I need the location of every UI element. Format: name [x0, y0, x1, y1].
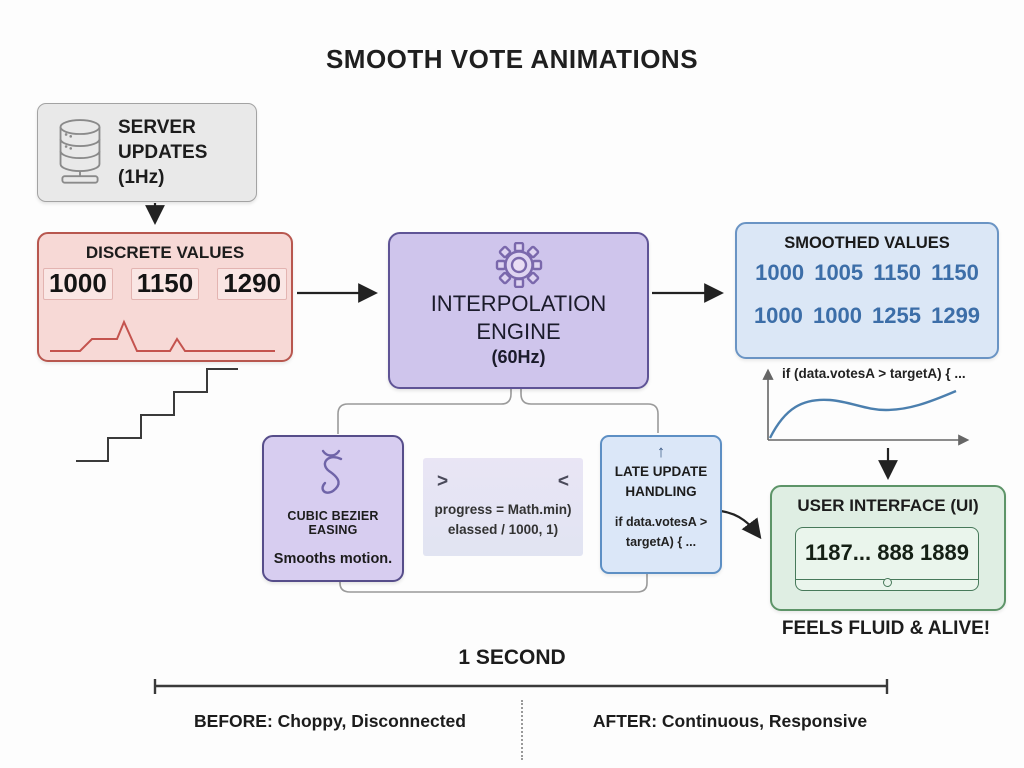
cubic-bezier-easing-box: CUBIC BEZIER EASING Smooths motion. [262, 435, 404, 582]
code-snippet-box: > < progress = Math.min) elassed / 1000,… [423, 458, 583, 556]
bezier-squiggle-icon [305, 445, 361, 503]
staircase-step-line [76, 368, 238, 462]
after-label: AFTER: Continuous, Responsive [592, 711, 868, 731]
connector-engine-branches [337, 386, 659, 434]
database-server-icon [52, 115, 108, 191]
smoothed-values-title: SMOOTHED VALUES [784, 234, 950, 252]
engine-title-line2: ENGINE [476, 319, 561, 345]
smoothed-values-row1: 1000 1005 1150 1150 [755, 260, 979, 285]
easing-subtitle: Smooths motion. [273, 551, 393, 567]
code-line-2: elassed / 1000, 1) [447, 522, 559, 538]
one-second-label: 1 SECOND [458, 646, 566, 669]
late-update-code: if data.votesA > targetA) { ... [602, 513, 720, 552]
smoothed-values-row2: 1000 1000 1255 1299 [753, 303, 981, 328]
discrete-values-box: DISCRETE VALUES 1000 1150 1290 [37, 232, 293, 362]
late-update-title-line1: LATE UPDATE [614, 464, 708, 479]
discrete-value: 1150 [130, 268, 200, 300]
graph-ease-curve [768, 389, 957, 439]
ui-display-screen: 1187... 888 1889 [795, 527, 979, 591]
smoothed-values-box: SMOOTHED VALUES 1000 1005 1150 1150 1000… [735, 222, 999, 359]
engine-rate-label: (60Hz) [491, 347, 546, 368]
ui-display-value: 1187... 888 1889 [805, 540, 969, 565]
gear-icon [495, 242, 543, 288]
late-update-code-line1: if data.votesA > [614, 515, 708, 530]
page-title: SMOOTH VOTE ANIMATIONS [325, 44, 699, 74]
code-angle-brackets: > < [423, 458, 583, 491]
server-updates-label: SERVER UPDATES (1Hz) [118, 116, 208, 189]
late-update-title-line2: HANDLING [625, 483, 697, 499]
server-updates-box: SERVER UPDATES (1Hz) [37, 103, 257, 202]
graph-caption: if (data.votesA > targetA) { ... [782, 366, 966, 381]
arrow-late-to-ui [720, 509, 762, 540]
late-update-handling-box: ↑ LATE UPDATE HANDLING if data.votesA > … [600, 435, 722, 574]
code-line-1: progress = Math.min) [434, 502, 572, 517]
late-update-code-line2: targetA) { ... [625, 534, 697, 549]
late-update-title: LATE UPDATE HANDLING [602, 462, 720, 501]
greater-than-icon: > [437, 471, 449, 492]
interpolation-engine-box: INTERPOLATION ENGINE (60Hz) [388, 232, 649, 389]
feels-fluid-label: FEELS FLUID & ALIVE! [781, 618, 991, 639]
home-button-icon [883, 578, 892, 587]
before-label: BEFORE: Choppy, Disconnected [194, 711, 466, 731]
discrete-values-title: DISCRETE VALUES [85, 243, 245, 262]
up-arrow-icon: ↑ [656, 442, 666, 461]
choppy-line-chart [50, 319, 275, 352]
discrete-values-row: 1000 1150 1290 [39, 268, 291, 300]
discrete-value: 1290 [217, 268, 288, 300]
easing-title: CUBIC BEZIER EASING [287, 509, 379, 537]
ui-box-title: USER INTERFACE (UI) [797, 496, 979, 515]
before-after-divider [521, 700, 523, 760]
discrete-value: 1000 [42, 268, 113, 300]
engine-title-line1: INTERPOLATION [430, 291, 607, 316]
user-interface-box: USER INTERFACE (UI) 1187... 888 1889 [770, 485, 1006, 611]
less-than-icon: < [557, 471, 569, 492]
